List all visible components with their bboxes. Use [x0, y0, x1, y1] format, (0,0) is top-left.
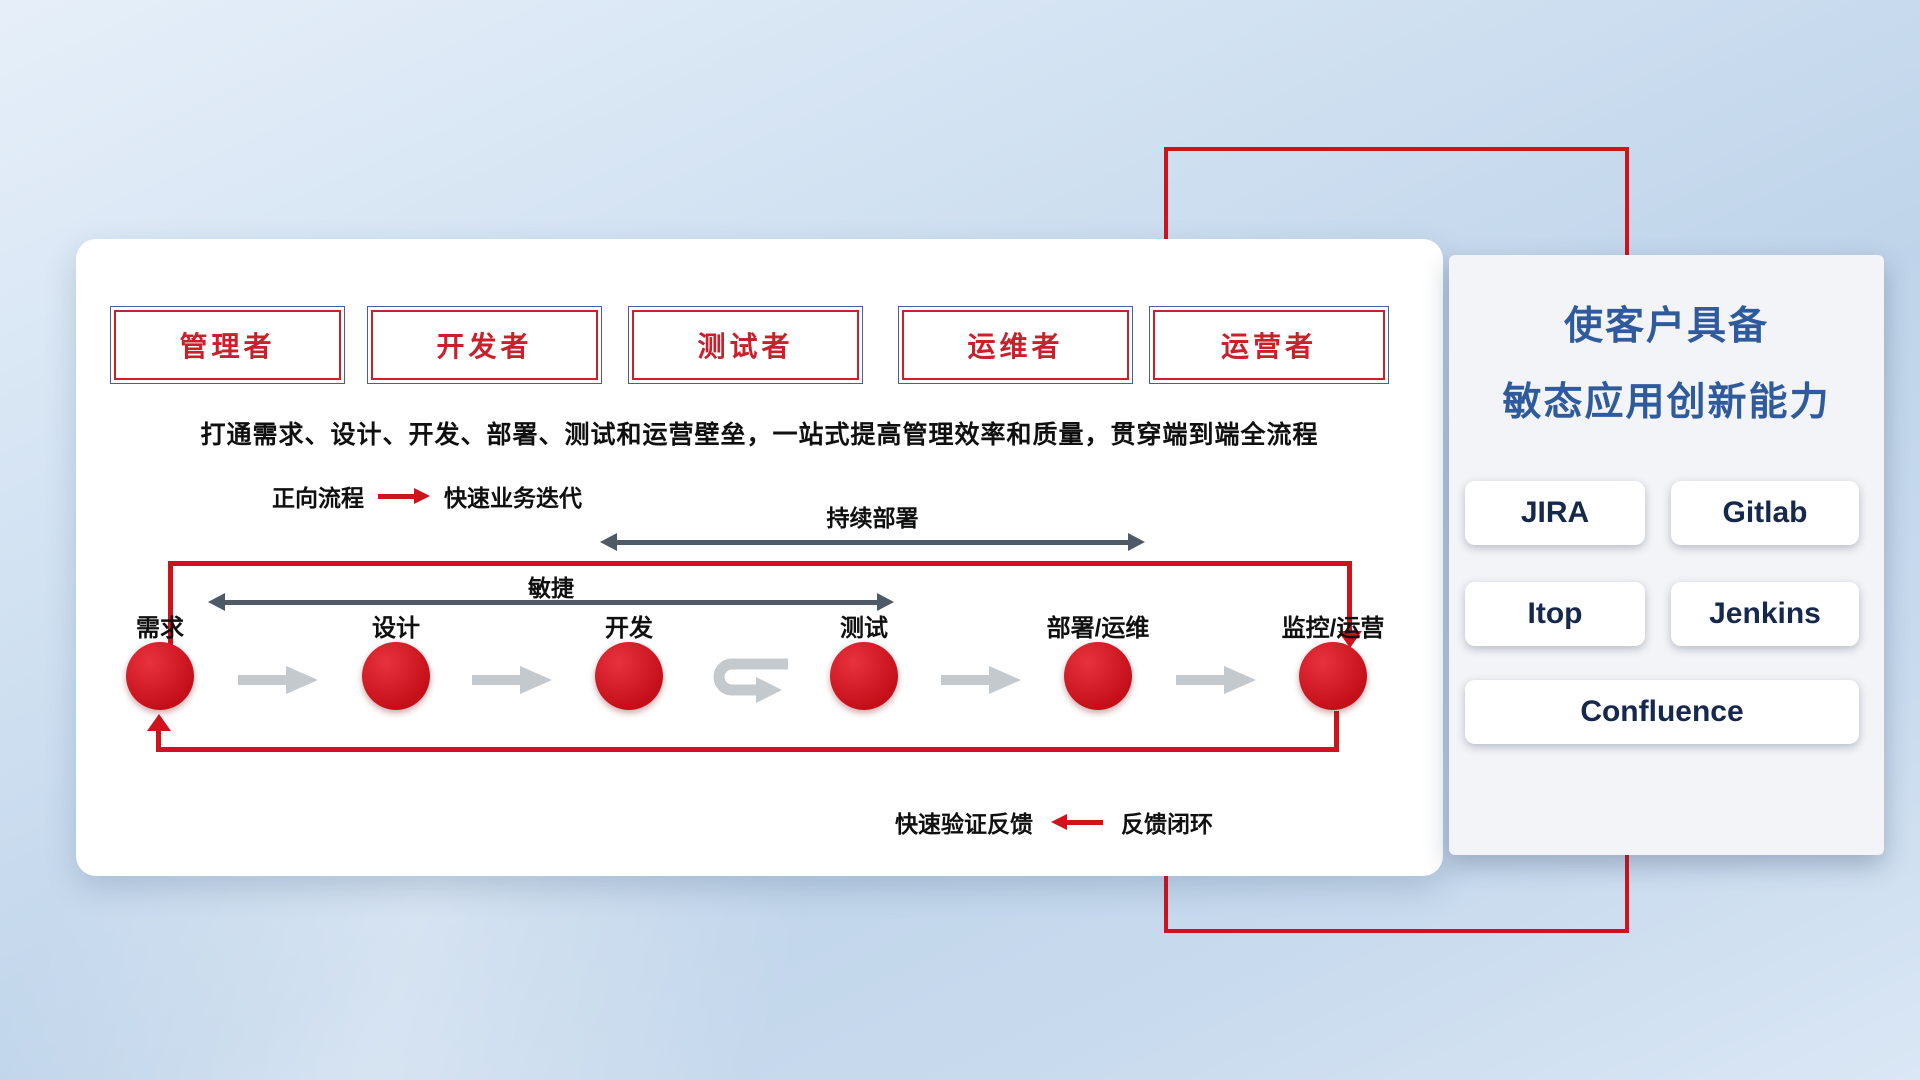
arrowhead-left — [600, 533, 617, 551]
node-circle — [126, 642, 194, 710]
role-box-manager: 管理者 — [110, 306, 345, 384]
role-label: 运营者 — [1220, 331, 1317, 362]
forward-loop-line — [1347, 561, 1352, 633]
tool-chip-itop: Itop — [1465, 582, 1645, 646]
role-box-tester: 测试者 — [628, 306, 863, 384]
node-label: 开发 — [605, 615, 653, 642]
role-box-developer: 开发者 — [367, 306, 602, 384]
flow-node-requirements: 需求 — [85, 608, 235, 710]
tool-chip-confluence: Confluence — [1465, 680, 1859, 744]
role-label: 开发者 — [436, 331, 533, 362]
flow-node-design: 设计 — [321, 608, 471, 710]
step-arrow-icon — [941, 666, 1021, 694]
role-box-ops: 运维者 — [898, 306, 1133, 384]
flow-node-test: 测试 — [789, 608, 939, 710]
forward-loop-line — [168, 561, 1352, 566]
arrowhead-right — [1128, 533, 1145, 551]
continuous-deployment-arrow-icon — [600, 533, 1145, 551]
node-label: 部署/运维 — [1046, 615, 1150, 642]
role-box-operator: 运营者 — [1149, 306, 1389, 384]
forward-arrow-icon — [378, 483, 430, 510]
arrowhead-right — [877, 593, 894, 611]
role-label: 管理者 — [179, 331, 276, 362]
node-circle — [830, 642, 898, 710]
tool-chip-gitlab: Gitlab — [1671, 481, 1859, 545]
continuous-deployment-label: 持续部署 — [826, 505, 919, 531]
panel-title-line1: 使客户具备 — [1563, 305, 1769, 348]
panel-title-line2: 敏态应用创新能力 — [1502, 381, 1831, 424]
feedback-loop-line — [1334, 711, 1339, 747]
iteration-loop-arrow-icon — [702, 653, 794, 705]
agile-arrow-icon — [208, 593, 894, 611]
legend-forward-label: 正向流程 — [272, 485, 364, 511]
role-label: 运维者 — [967, 331, 1064, 362]
tool-chip-jenkins: Jenkins — [1671, 582, 1859, 646]
arrowhead-left — [208, 593, 225, 611]
role-label: 测试者 — [697, 331, 794, 362]
legend-forward: 正向流程 快速业务迭代 — [272, 479, 582, 513]
feedback-loop-line — [156, 731, 161, 747]
feedback-loop-line — [156, 747, 1339, 752]
agile-label: 敏捷 — [528, 575, 574, 601]
process-card: 管理者 开发者 测试者 运维者 运营者 打通需求、设计、开发、部署、测试和运营壁… — [76, 239, 1443, 876]
forward-loop-line — [168, 561, 173, 649]
legend-forward-value: 快速业务迭代 — [444, 485, 582, 511]
legend-feedback: 快速验证反馈 反馈闭环 — [774, 805, 1334, 839]
flow-node-deploy-ops: 部署/运维 — [1023, 608, 1173, 710]
step-arrow-icon — [472, 666, 552, 694]
capability-panel: 使客户具备 敏态应用创新能力 JIRA Gitlab Itop Jenkins … — [1449, 255, 1884, 855]
legend-feedback-label: 快速验证反馈 — [895, 811, 1033, 837]
node-circle — [595, 642, 663, 710]
flow-node-develop: 开发 — [554, 608, 704, 710]
feedback-arrow-icon — [1051, 809, 1103, 836]
node-label: 测试 — [840, 615, 888, 642]
step-arrow-icon — [1176, 666, 1256, 694]
node-label: 需求 — [136, 615, 184, 642]
node-circle — [1299, 642, 1367, 710]
node-label: 监控/运营 — [1281, 615, 1385, 642]
node-circle — [362, 642, 430, 710]
arrow-bar — [612, 540, 1133, 545]
flow-node-monitor-operate: 监控/运营 — [1258, 608, 1408, 710]
node-label: 设计 — [372, 615, 420, 642]
headline-text: 打通需求、设计、开发、部署、测试和运营壁垒，一站式提高管理效率和质量，贯穿端到端… — [200, 421, 1319, 449]
feedback-loop-arrowhead-icon — [147, 714, 171, 731]
legend-feedback-value: 反馈闭环 — [1121, 811, 1213, 837]
tool-chip-jira: JIRA — [1465, 481, 1645, 545]
panel-title: 使客户具备 敏态应用创新能力 — [1449, 289, 1884, 441]
node-circle — [1064, 642, 1132, 710]
arrow-bar — [220, 600, 882, 605]
step-arrow-icon — [238, 666, 318, 694]
